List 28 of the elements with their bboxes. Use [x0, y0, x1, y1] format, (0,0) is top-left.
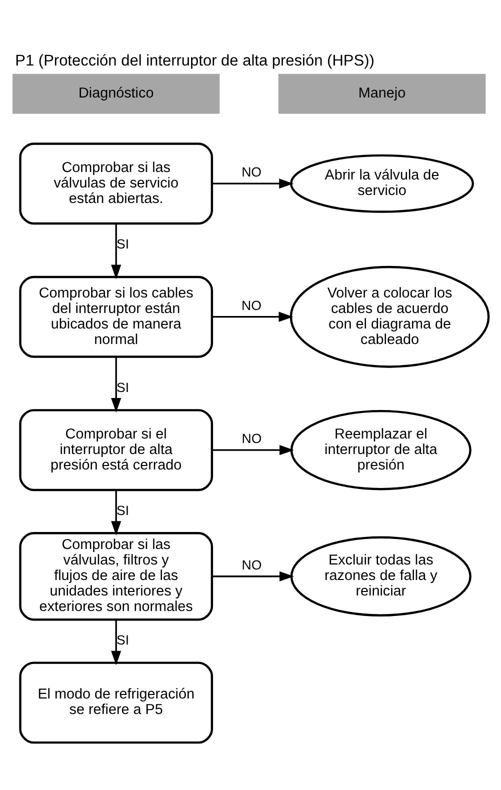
edge-label: SI — [116, 236, 130, 252]
edge-label: NO — [242, 430, 262, 446]
label: Diagnóstico — [78, 85, 154, 102]
arrow — [212, 178, 294, 188]
arrow — [212, 570, 294, 581]
edge-label: NO — [242, 164, 262, 180]
edge-label: NO — [242, 297, 262, 312]
node-ellipse: Volver a colocar los cables de acuerdo con el diagrama de cableado — [290, 265, 490, 368]
arrow — [111, 356, 122, 412]
arrow — [111, 490, 122, 536]
diagram-title: P1 (Protección del interruptor de alta presión (HPS)) — [15, 52, 374, 69]
node-box: Comprobar si las válvulas, filtros y flujos de aire de las unidades interiores y exteriores son normales — [19, 532, 214, 620]
label: Manejo — [358, 85, 406, 102]
edge-label: SI — [116, 380, 130, 395]
edge-label: SI — [116, 632, 130, 648]
node-ellipse: Excluir todas las razones de falla y reiniciar — [290, 536, 472, 616]
arrow — [111, 223, 122, 279]
edge-label: SI — [116, 502, 130, 518]
edge-label: NO — [242, 556, 262, 572]
node-box: Comprobar si los cables del interruptor están ubicados de manera normal — [19, 275, 214, 358]
node-box: Comprobar si el interruptor de alta presión está cerrado — [19, 408, 214, 491]
node-box: Comprobar si las válvulas de servicio están abiertas. — [19, 142, 214, 224]
arrow — [212, 311, 294, 322]
node-ellipse: Abrir la válvula de servicio — [290, 154, 474, 212]
node-box: El modo de refrigeración se refiere a P5 — [19, 661, 214, 744]
arrow — [212, 444, 294, 455]
node-ellipse: Reemplazar el interruptor de alta presión — [290, 409, 472, 490]
arrow — [111, 619, 122, 665]
